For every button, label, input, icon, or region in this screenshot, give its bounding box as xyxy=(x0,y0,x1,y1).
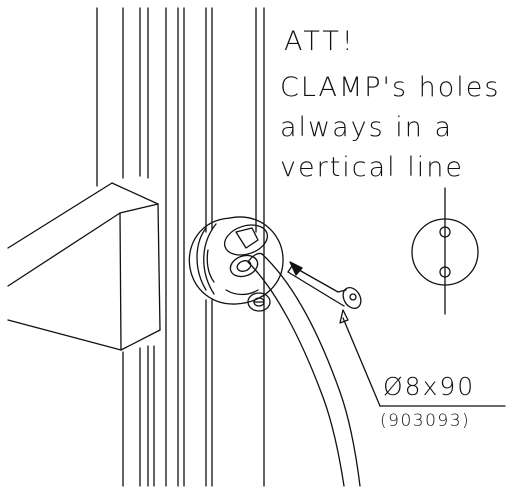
screw-size-label: Ø8x90 xyxy=(383,372,476,401)
bolt xyxy=(287,265,362,309)
horizontal-rail xyxy=(7,182,161,351)
clamp xyxy=(188,216,284,305)
dimension-leader xyxy=(339,309,506,407)
insertion-arrow xyxy=(289,261,303,276)
warning-text-line-3: vertical line xyxy=(280,152,464,183)
tube xyxy=(247,252,361,487)
warning-text-line-2: always in a xyxy=(280,112,454,143)
warning-text-line-1: CLAMP's holes xyxy=(280,72,501,103)
hole-alignment-detail xyxy=(411,187,479,315)
clamp-screw xyxy=(247,292,271,312)
warning-title: ATT! xyxy=(284,26,356,57)
vertical-profile xyxy=(96,7,265,487)
article-number-label: (903093) xyxy=(380,411,471,431)
